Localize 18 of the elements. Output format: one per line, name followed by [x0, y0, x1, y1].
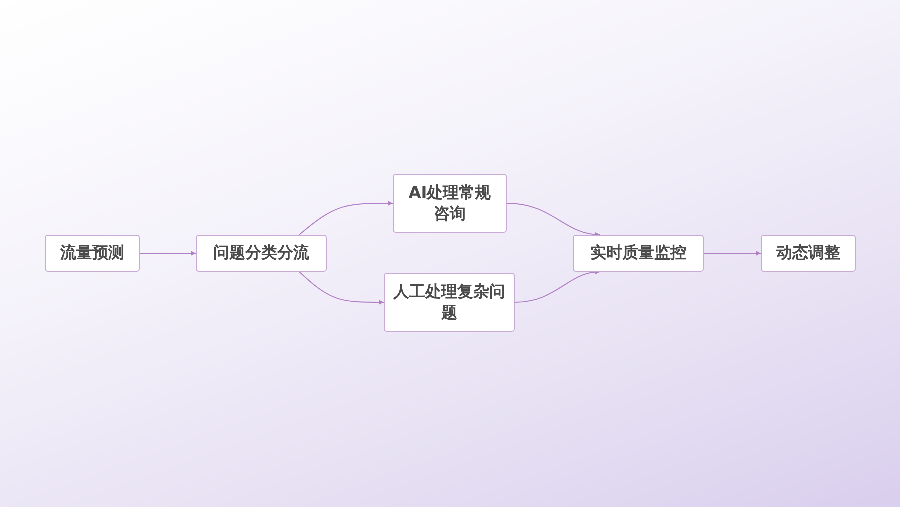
- box-label: 实时质量监控: [590, 243, 686, 264]
- arrow: [299, 201, 394, 236]
- box-label: 问题分类分流: [214, 243, 310, 264]
- arrow: [704, 251, 762, 256]
- arrow: [299, 272, 384, 305]
- process-box: [45, 235, 140, 272]
- process-box: [196, 235, 327, 272]
- process-box: [393, 174, 507, 233]
- box-label: 动态调整: [776, 243, 840, 264]
- process-box: [573, 235, 704, 272]
- arrow: [140, 251, 196, 256]
- arrow: [506, 203, 601, 238]
- arrow: [514, 270, 601, 303]
- box-label: 人工处理复杂问题: [393, 282, 506, 324]
- box-label: 流量预测: [60, 243, 124, 264]
- box-label: AI处理常规咨询: [408, 182, 492, 224]
- process-box: [761, 235, 856, 272]
- process-box: [384, 273, 515, 332]
